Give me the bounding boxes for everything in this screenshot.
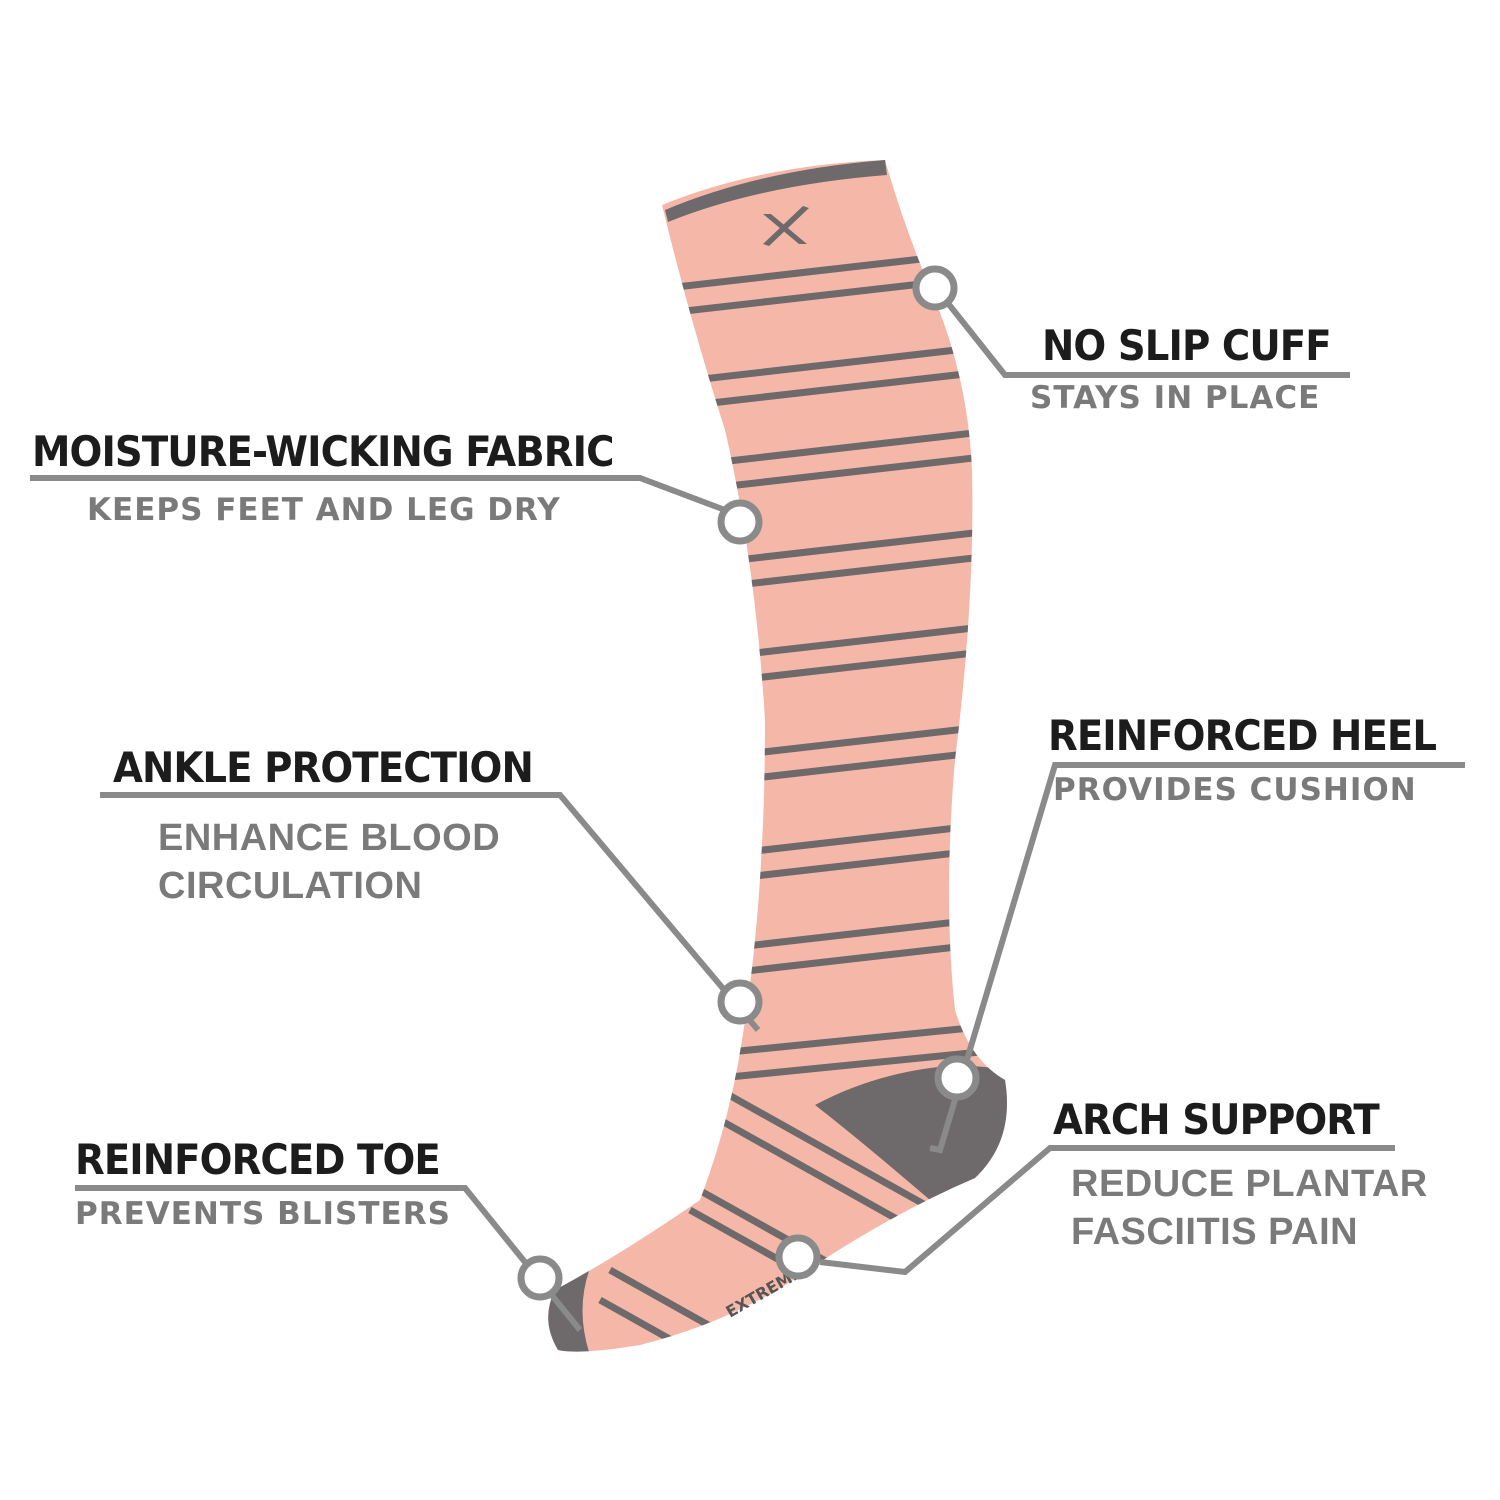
marker-heel: [934, 1055, 980, 1101]
callout-title: REINFORCED HEEL: [1048, 711, 1437, 760]
callout-arch-support: ARCH SUPPORT REDUCE PLANTAR FASCIITIS PA…: [1053, 1096, 1428, 1256]
callout-markers: [517, 265, 980, 1301]
callout-subtitle: REDUCE PLANTAR: [1071, 1163, 1428, 1205]
callout-subtitle: PROVIDES CUSHION: [1053, 772, 1417, 808]
callout-title: NO SLIP CUFF: [1042, 321, 1332, 370]
callout-subtitle: FASCIITIS PAIN: [1071, 1211, 1359, 1253]
stripe: [598, 1296, 852, 1352]
callout-title: MOISTURE-WICKING FABRIC: [32, 427, 614, 476]
callout-subtitle: ENHANCE BLOOD: [158, 817, 501, 859]
callout-title: REINFORCED TOE: [75, 1135, 441, 1184]
callout-reinforced-heel: REINFORCED HEEL PROVIDES CUSHION: [1048, 711, 1470, 809]
callout-title: ANKLE PROTECTION: [113, 743, 534, 792]
marker-arch: [775, 1234, 821, 1280]
callout-moisture-wicking: MOISTURE-WICKING FABRIC KEEPS FEET AND L…: [32, 427, 664, 529]
callout-subtitle: CIRCULATION: [158, 865, 423, 907]
marker-ankle: [717, 979, 763, 1025]
callout-ankle-protection: ANKLE PROTECTION ENHANCE BLOOD CIRCULATI…: [113, 744, 569, 910]
callout-title: ARCH SUPPORT: [1053, 1095, 1380, 1144]
callout-subtitle: PREVENTS BLISTERS: [75, 1196, 451, 1232]
marker-toe: [517, 1255, 563, 1301]
callout-no-slip-cuff: NO SLIP CUFF STAYS IN PLACE: [1030, 321, 1356, 417]
heel-reinforcement: [815, 1065, 1007, 1200]
x-logo-icon: [763, 206, 809, 246]
cuff-band: [665, 160, 887, 222]
callout-subtitle: KEEPS FEET AND LEG DRY: [87, 492, 561, 528]
marker-cuff: [912, 265, 958, 311]
stripe: [699, 1046, 1001, 1084]
callout-reinforced-toe: REINFORCED TOE PREVENTS BLISTERS: [75, 1135, 472, 1233]
stripe: [699, 1021, 1001, 1059]
callout-subtitle: STAYS IN PLACE: [1030, 380, 1321, 416]
marker-fabric: [717, 499, 763, 545]
